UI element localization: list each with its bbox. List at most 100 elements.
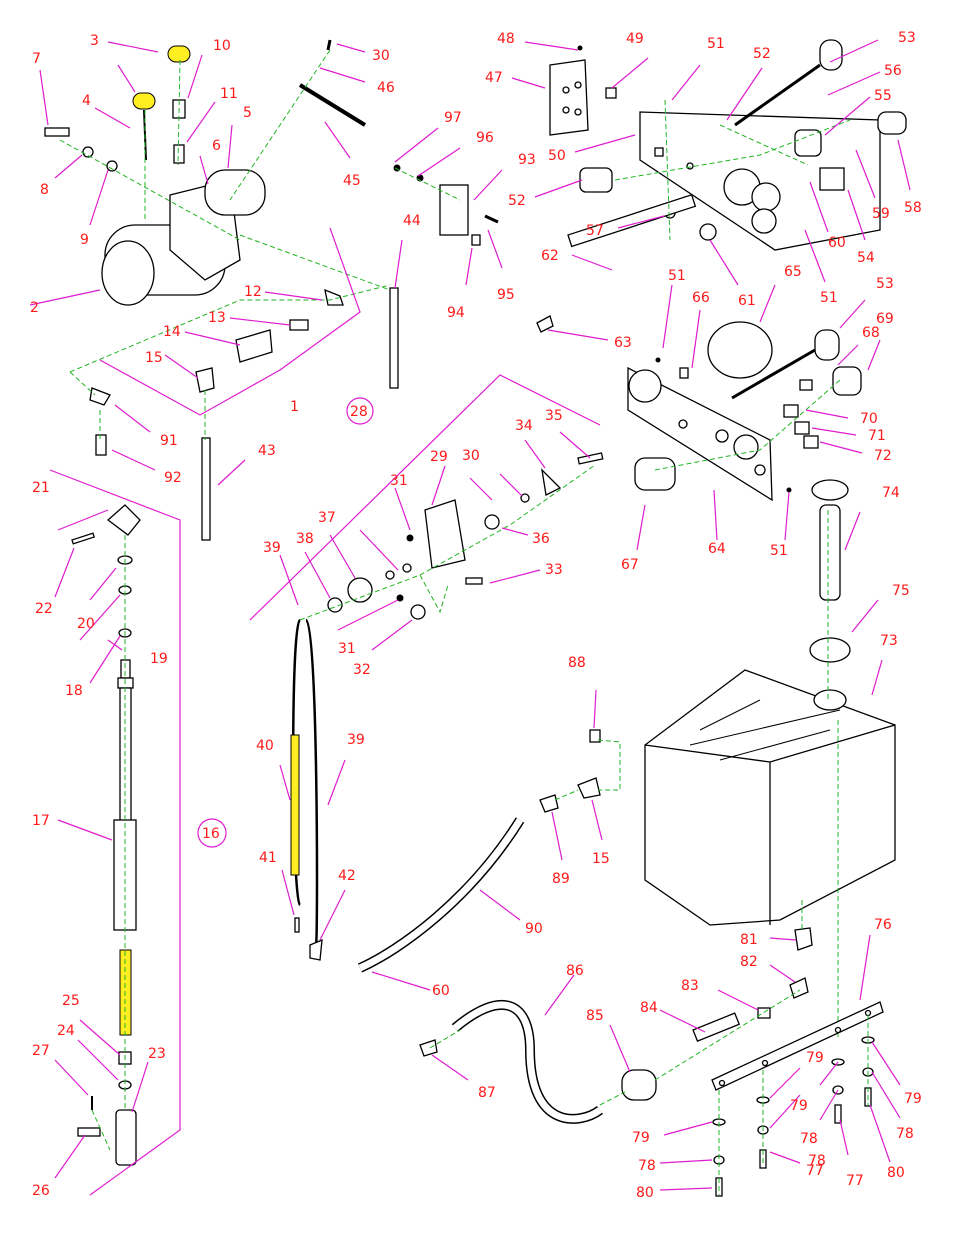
leader-lines [29, 39, 911, 1191]
callout-73: 73 [880, 633, 898, 649]
callout-43: 43 [258, 443, 276, 459]
callout-42: 42 [338, 868, 356, 884]
knob-34 [541, 468, 562, 496]
callout-51d: 51 [770, 543, 788, 559]
filler-neck [813, 689, 847, 711]
connector-54 [819, 167, 845, 191]
callout-89: 89 [552, 871, 570, 887]
callout-72: 72 [874, 448, 892, 464]
callout-39: 39 [263, 540, 281, 556]
fitting-81 [794, 927, 813, 951]
callout-34: 34 [515, 418, 533, 434]
callout-36: 36 [532, 531, 550, 547]
callout-19: 19 [150, 651, 168, 667]
knob-21 [106, 504, 141, 536]
callout-47: 47 [485, 70, 503, 86]
callout-25: 25 [62, 993, 80, 1009]
callout-81: 81 [740, 932, 758, 948]
gauge-panel-64 [627, 321, 862, 502]
dipstick-cap-74 [811, 479, 849, 501]
callout-38: 38 [296, 531, 314, 547]
callout-33: 33 [545, 562, 563, 578]
callout-53b: 53 [876, 276, 894, 292]
callout-55: 55 [874, 88, 892, 104]
callout-57: 57 [586, 223, 604, 239]
callout-87: 87 [478, 1085, 496, 1101]
callout-52: 52 [753, 46, 771, 62]
callout-62: 62 [541, 248, 559, 264]
fitting-92 [95, 434, 107, 456]
callout-83: 83 [681, 978, 699, 994]
elbow-15b [577, 777, 601, 799]
reservoir-tank-73 [644, 479, 896, 1040]
cable-assembly-39 [290, 618, 323, 961]
rod-44 [389, 287, 399, 389]
callout-51c: 51 [668, 268, 686, 284]
callout-78: 78 [896, 1126, 914, 1142]
valve-bracket-assembly [249, 374, 604, 621]
callout-61: 61 [738, 293, 756, 309]
callout-51: 51 [707, 36, 725, 52]
callout-24: 24 [57, 1023, 75, 1039]
callout-65: 65 [784, 264, 802, 280]
callout-23: 23 [148, 1046, 166, 1062]
callout-71: 71 [868, 428, 886, 444]
rod-45 [298, 83, 367, 127]
callout-20: 20 [77, 616, 95, 632]
callout-37: 37 [318, 510, 336, 526]
rod-62 [567, 194, 697, 248]
callout-54: 54 [857, 250, 875, 266]
callout-79: 79 [806, 1050, 824, 1066]
callout-67: 67 [621, 557, 639, 573]
callout-60b: 60 [432, 983, 450, 999]
switch-52 [579, 167, 613, 193]
callout-84: 84 [640, 1000, 658, 1016]
callout-29: 29 [430, 449, 448, 465]
callout-78c: 78 [808, 1153, 826, 1169]
callout-35: 35 [545, 408, 563, 424]
callout-6: 6 [212, 138, 221, 154]
callout-30: 30 [372, 48, 390, 64]
callout-1: 1 [290, 399, 299, 415]
callout-95: 95 [497, 287, 515, 303]
callout-79d: 79 [632, 1130, 650, 1146]
pump-assembly [44, 39, 399, 541]
hose-84 [692, 1012, 741, 1042]
mounting-strap-76 [711, 1001, 884, 1197]
hose-lines [357, 729, 801, 1124]
callout-15: 15 [145, 350, 163, 366]
callout-46: 46 [377, 80, 395, 96]
callout-21: 21 [32, 480, 50, 496]
callout-10: 10 [213, 38, 231, 54]
callout-15b: 15 [592, 851, 610, 867]
callout-58: 58 [904, 200, 922, 216]
dipstick-74 [819, 504, 841, 601]
disc-37 [347, 577, 373, 603]
callout-44: 44 [403, 213, 421, 229]
valve-14 [235, 329, 273, 363]
callout-78b: 78 [800, 1131, 818, 1147]
callout-77: 77 [846, 1173, 864, 1189]
clevis-23 [115, 1109, 137, 1166]
seal-75 [809, 637, 851, 663]
filter-85 [621, 1069, 657, 1101]
callout-labels: 1 2 3 4 5 6 7 8 9 10 11 12 13 14 15 15 1… [30, 30, 922, 1201]
callout-79b: 79 [790, 1098, 808, 1114]
switch-69 [832, 366, 862, 396]
callout-7: 7 [32, 51, 41, 67]
callout-82: 82 [740, 954, 758, 970]
callout-5: 5 [243, 105, 252, 121]
callout-53: 53 [898, 30, 916, 46]
hose-43 [201, 437, 211, 541]
callout-85: 85 [586, 1008, 604, 1024]
callout-96: 96 [476, 130, 494, 146]
callout-69: 69 [876, 311, 894, 327]
callout-49: 49 [626, 31, 644, 47]
rod-assembly-16 [49, 469, 227, 1196]
switch-53b [814, 329, 840, 361]
callout-56: 56 [884, 63, 902, 79]
callout-9: 9 [80, 232, 89, 248]
callout-76: 76 [874, 917, 892, 933]
callout-45: 45 [343, 173, 361, 189]
